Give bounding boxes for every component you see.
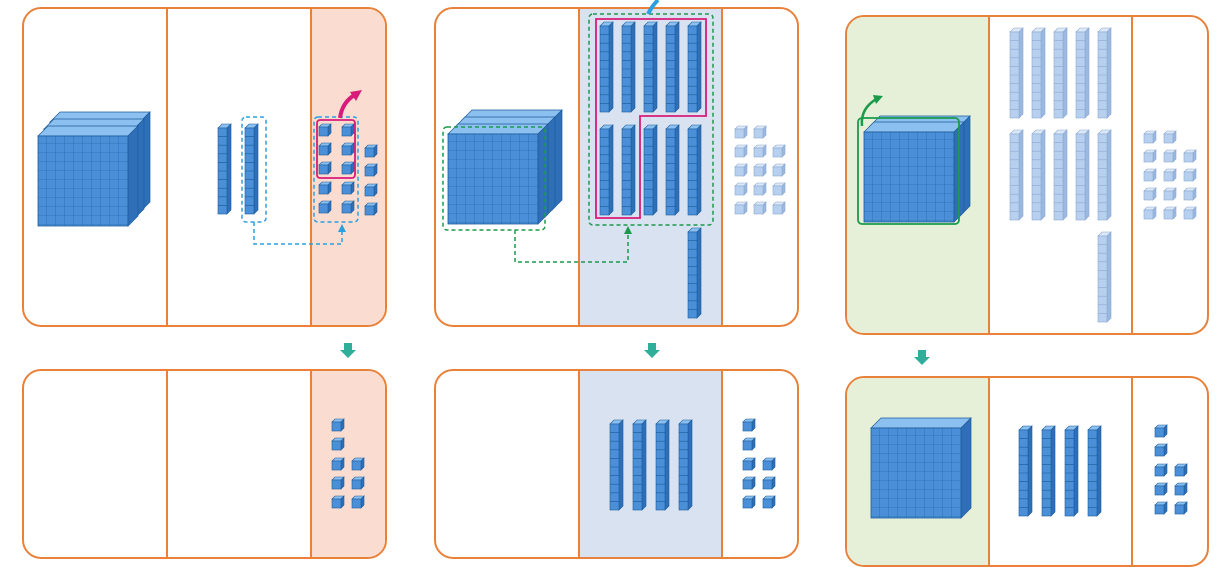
step-2-bottom-board <box>434 369 799 559</box>
step-2 <box>434 0 799 559</box>
step-1 <box>22 7 387 559</box>
down-arrow-icon <box>644 343 660 358</box>
hundreds-flats <box>37 111 151 227</box>
down-arrow-icon <box>340 343 356 358</box>
curved-arrow-icon <box>646 0 660 15</box>
step-2-top-board <box>434 0 799 327</box>
regroup-box <box>316 119 356 179</box>
step-3-top-board <box>845 15 1209 335</box>
dashed-trade-arrow-icon <box>253 222 343 245</box>
hundreds-flats <box>863 115 971 223</box>
step-3 <box>845 15 1209 567</box>
regroup-box <box>595 18 707 219</box>
step-1-bottom-board <box>22 369 387 559</box>
step-1-top-board <box>22 7 387 327</box>
down-arrow-icon <box>914 350 930 365</box>
step-3-bottom-board <box>845 376 1209 567</box>
hundreds-result-flat <box>870 417 972 519</box>
regroup-box <box>857 117 960 225</box>
dashed-trade-arrow-icon <box>514 230 629 263</box>
